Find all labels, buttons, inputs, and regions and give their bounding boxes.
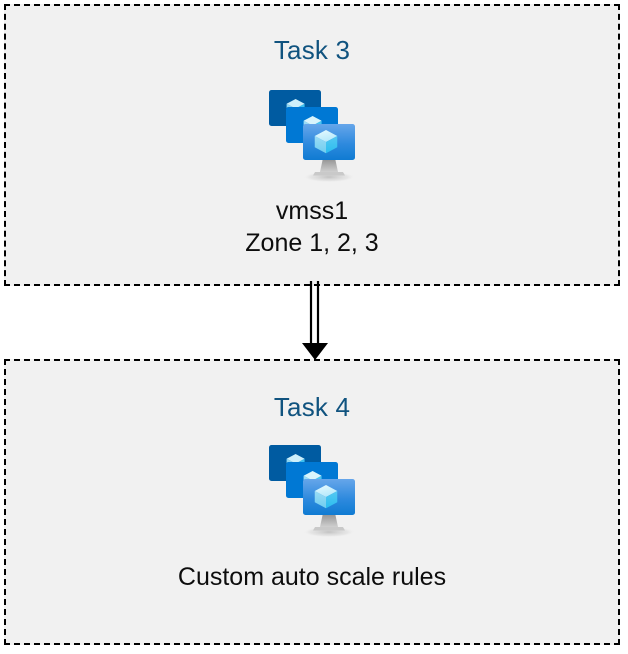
task-box-task-3[interactable]: Task 3 (4, 4, 620, 286)
vm-scale-set-icon (260, 80, 364, 184)
task-3-title: Task 3 (273, 35, 351, 65)
task-4-title: Task 4 (273, 392, 351, 422)
task-3-caption-line-1: vmss1 (275, 197, 349, 225)
vm-scale-set-icon (260, 435, 364, 539)
double-line-down-arrow (295, 281, 335, 363)
task-3-caption-line-2: Zone 1, 2, 3 (245, 229, 379, 257)
monitor-stand (313, 513, 345, 531)
monitor-front (303, 479, 355, 515)
task-4-caption-line-1: Custom auto scale rules (177, 563, 447, 591)
task-box-task-4[interactable]: Task 4 (4, 359, 620, 645)
monitor-front (303, 124, 355, 160)
monitor-stand (313, 158, 345, 176)
